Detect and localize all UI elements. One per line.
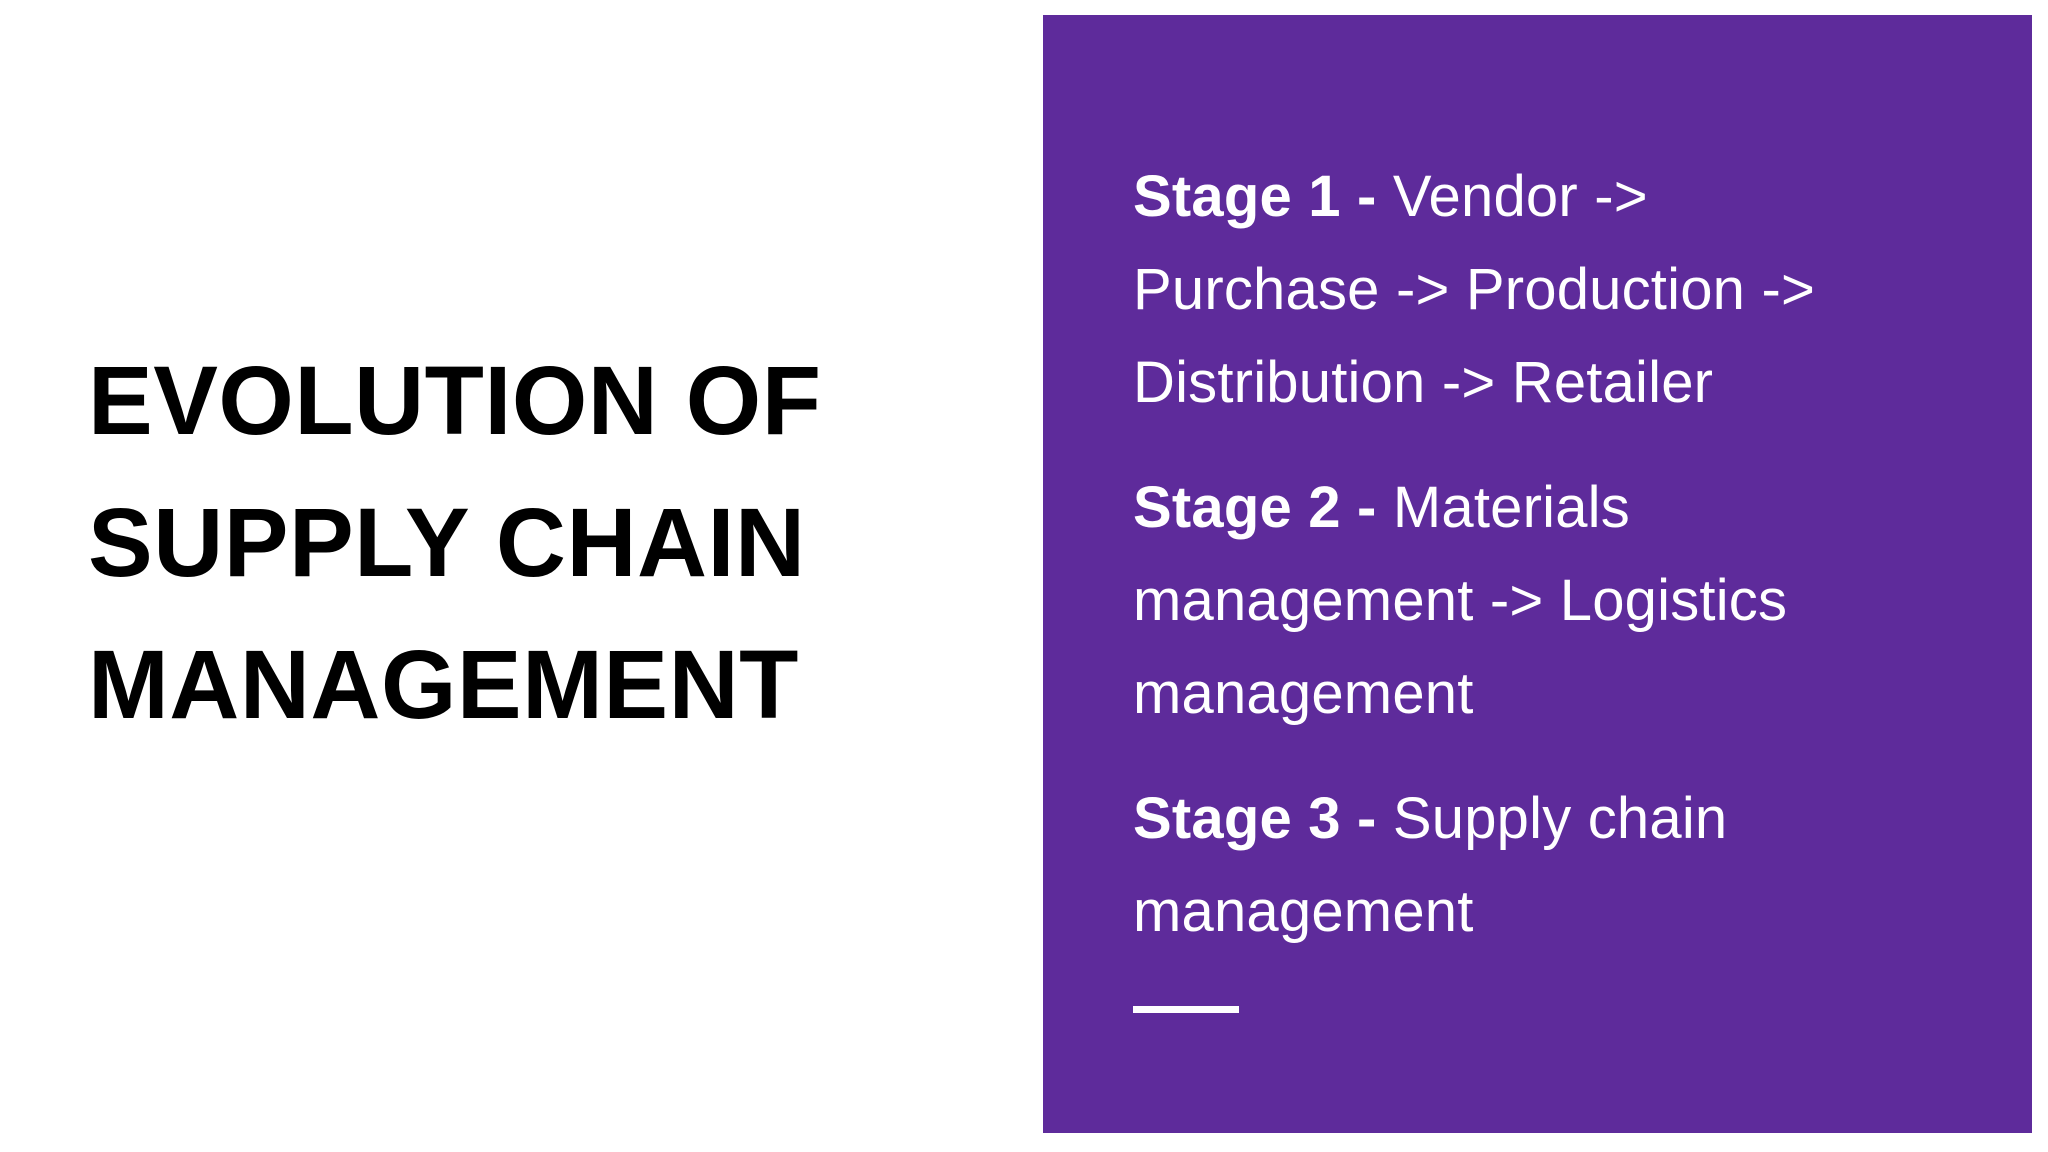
stage-text-3: Supply chain management (1133, 786, 1728, 944)
stages-panel: Stage 1 - Vendor -> Purchase -> Producti… (1043, 15, 2032, 1133)
stage-label-2: Stage 2 - (1133, 475, 1377, 540)
stage-text-2: Materials management -> Logistics manage… (1133, 475, 1788, 726)
stage-label-1: Stage 1 - (1133, 164, 1377, 229)
title-area: Evolution of supply chain management (88, 330, 948, 756)
stage-text-1: Vendor -> Purchase -> Production -> Dist… (1133, 164, 1816, 415)
stages-list: Stage 1 - Vendor -> Purchase -> Producti… (1133, 150, 1903, 1013)
page-title: Evolution of supply chain management (88, 346, 822, 739)
divider-rule (1133, 1006, 1239, 1013)
stage-item-3: Stage 3 - Supply chain management (1133, 772, 1903, 958)
stage-label-3: Stage 3 - (1133, 786, 1377, 851)
stage-item-2: Stage 2 - Materials management -> Logist… (1133, 461, 1903, 740)
stage-item-1: Stage 1 - Vendor -> Purchase -> Producti… (1133, 150, 1903, 429)
